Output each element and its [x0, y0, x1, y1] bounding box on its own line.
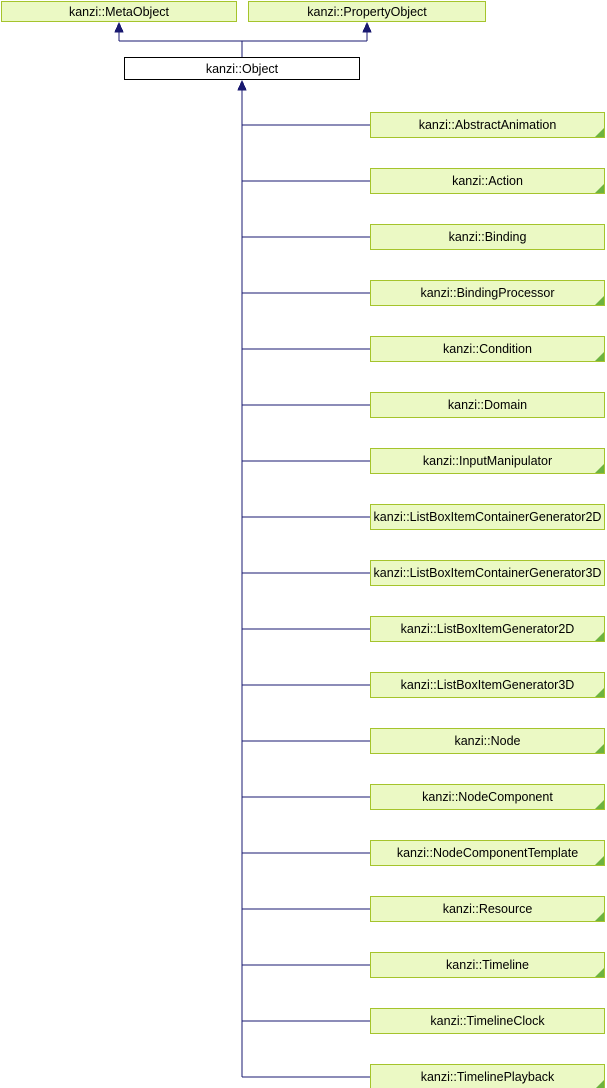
- truncated-marker-icon: [595, 968, 604, 977]
- class-node-label: kanzi::TimelinePlayback: [420, 1070, 555, 1084]
- class-node-label: kanzi::InputManipulator: [422, 454, 553, 468]
- class-node-label: kanzi::ListBoxItemContainerGenerator3D: [373, 566, 602, 580]
- class-node[interactable]: kanzi::Node: [370, 728, 605, 754]
- class-node-metaobject[interactable]: kanzi::MetaObject: [1, 1, 237, 22]
- class-node[interactable]: kanzi::ListBoxItemGenerator3D: [370, 672, 605, 698]
- class-node-label: kanzi::Binding: [448, 230, 527, 244]
- truncated-marker-icon: [595, 184, 604, 193]
- class-node-label: kanzi::PropertyObject: [307, 4, 427, 19]
- class-node-label: kanzi::ListBoxItemGenerator2D: [400, 622, 575, 636]
- arrowhead-icon: [237, 79, 247, 91]
- class-node[interactable]: kanzi::ListBoxItemContainerGenerator2D: [370, 504, 605, 530]
- truncated-marker-icon: [595, 632, 604, 641]
- truncated-marker-icon: [595, 352, 604, 361]
- truncated-marker-icon: [595, 912, 604, 921]
- class-node-label: kanzi::TimelineClock: [430, 1014, 545, 1028]
- class-node[interactable]: kanzi::Resource: [370, 896, 605, 922]
- class-node-label: kanzi::MetaObject: [68, 4, 170, 19]
- truncated-marker-icon: [595, 1080, 604, 1088]
- class-node[interactable]: kanzi::BindingProcessor: [370, 280, 605, 306]
- class-node-label: kanzi::Condition: [443, 342, 532, 356]
- arrowhead-icon: [114, 21, 124, 33]
- class-node[interactable]: kanzi::ListBoxItemGenerator2D: [370, 616, 605, 642]
- class-node[interactable]: kanzi::Action: [370, 168, 605, 194]
- class-node[interactable]: kanzi::NodeComponent: [370, 784, 605, 810]
- class-node[interactable]: kanzi::Timeline: [370, 952, 605, 978]
- class-node-label: kanzi::NodeComponentTemplate: [396, 846, 579, 860]
- class-node-label: kanzi::AbstractAnimation: [418, 118, 557, 132]
- class-node[interactable]: kanzi::Condition: [370, 336, 605, 362]
- truncated-marker-icon: [595, 688, 604, 697]
- class-node-label: kanzi::ListBoxItemGenerator3D: [400, 678, 575, 692]
- class-node[interactable]: kanzi::InputManipulator: [370, 448, 605, 474]
- class-node[interactable]: kanzi::ListBoxItemContainerGenerator3D: [370, 560, 605, 586]
- class-node-object[interactable]: kanzi::Object: [124, 57, 360, 80]
- class-node-label: kanzi::Timeline: [446, 958, 529, 972]
- class-node[interactable]: kanzi::Binding: [370, 224, 605, 250]
- truncated-marker-icon: [595, 128, 604, 137]
- class-node-label: kanzi::Domain: [447, 398, 528, 412]
- class-node[interactable]: kanzi::AbstractAnimation: [370, 112, 605, 138]
- class-node-label: kanzi::Object: [205, 61, 279, 76]
- class-node[interactable]: kanzi::Domain: [370, 392, 605, 418]
- truncated-marker-icon: [595, 800, 604, 809]
- arrowhead-icon: [362, 21, 372, 33]
- class-node[interactable]: kanzi::TimelinePlayback: [370, 1064, 605, 1088]
- class-node-label: kanzi::Resource: [442, 902, 533, 916]
- class-node-label: kanzi::ListBoxItemContainerGenerator2D: [373, 510, 602, 524]
- class-node-propertyobject[interactable]: kanzi::PropertyObject: [248, 1, 486, 22]
- class-node-label: kanzi::Action: [452, 174, 523, 188]
- class-node[interactable]: kanzi::TimelineClock: [370, 1008, 605, 1034]
- class-node-label: kanzi::NodeComponent: [422, 790, 553, 804]
- truncated-marker-icon: [595, 464, 604, 473]
- class-node-label: kanzi::BindingProcessor: [420, 286, 555, 300]
- truncated-marker-icon: [595, 296, 604, 305]
- truncated-marker-icon: [595, 856, 604, 865]
- class-node-label: kanzi::Node: [454, 734, 521, 748]
- truncated-marker-icon: [595, 744, 604, 753]
- class-node[interactable]: kanzi::NodeComponentTemplate: [370, 840, 605, 866]
